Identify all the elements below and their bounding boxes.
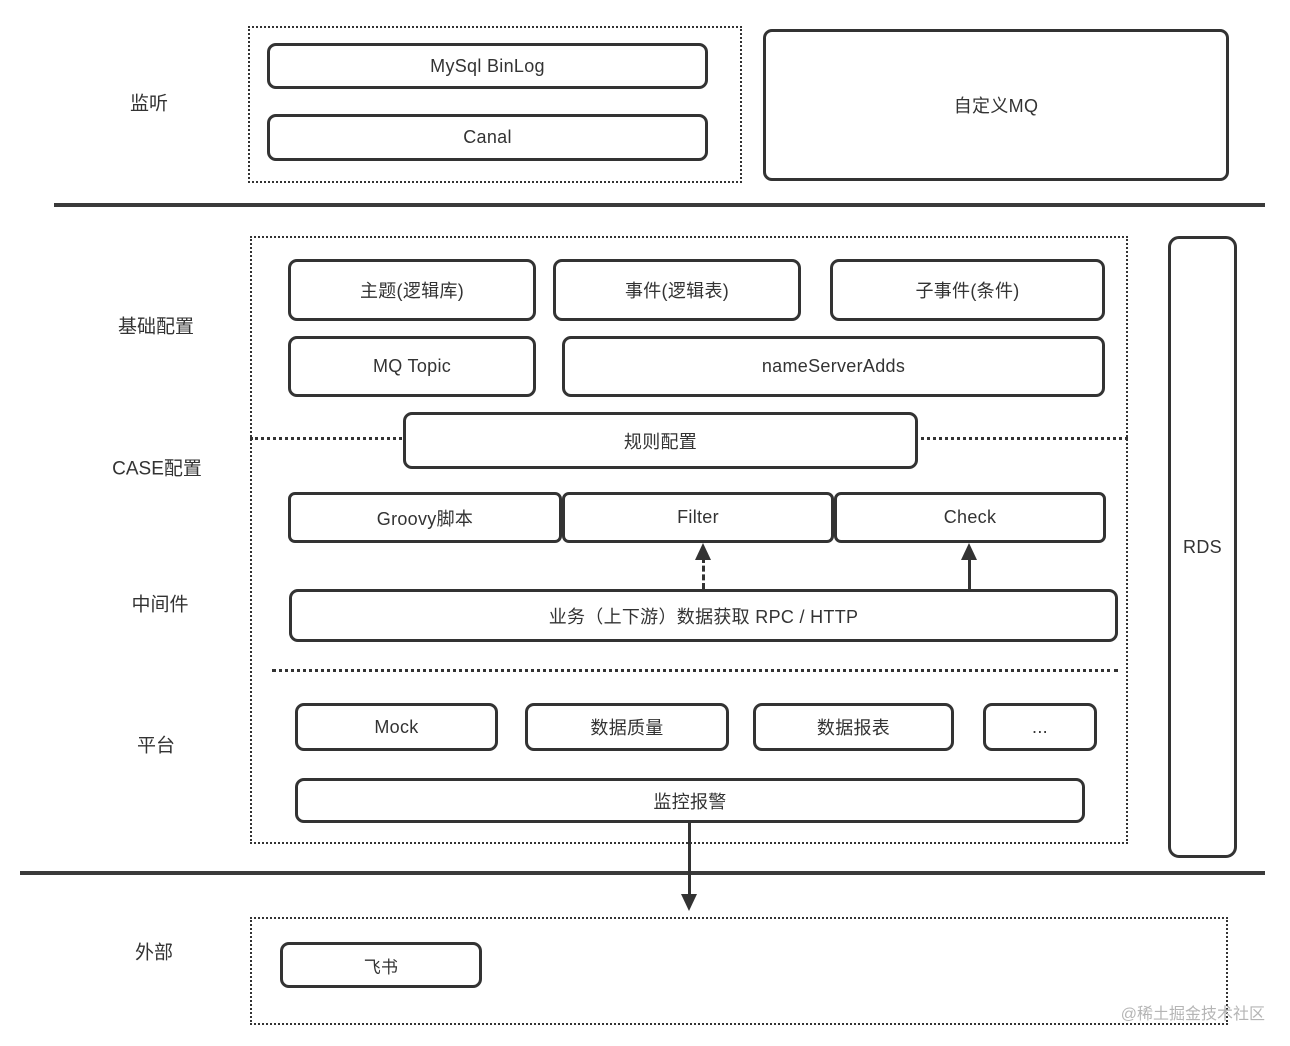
arrow-filter-shaft [702,557,705,589]
node-data-report: 数据报表 [753,703,954,751]
arrow-external-head-icon [681,894,697,911]
arrow-check-shaft [968,557,971,589]
section-label-listen: 监听 [129,93,169,115]
node-monitor-alert: 监控报警 [295,778,1085,823]
node-check: Check [834,492,1106,543]
node-event: 事件(逻辑表) [553,259,801,321]
separator-top [54,203,1265,207]
node-data-quality: 数据质量 [525,703,729,751]
node-filter: Filter [562,492,834,543]
arrow-external-shaft [688,823,691,898]
node-canal: Canal [267,114,708,161]
separator-bottom [20,871,1265,875]
section-label-external: 外部 [134,942,174,964]
node-business-data: 业务（上下游）数据获取 RPC / HTTP [289,589,1118,642]
node-mysql-binlog: MySql BinLog [267,43,708,89]
external-group-box [250,917,1228,1025]
arrow-filter-head-icon [695,543,711,560]
node-sub-event: 子事件(条件) [830,259,1105,321]
node-rule-config: 规则配置 [403,412,918,469]
node-more: ... [983,703,1097,751]
section-label-middleware: 中间件 [131,594,189,616]
arrow-check-head-icon [961,543,977,560]
node-custom-mq: 自定义MQ [763,29,1229,181]
section-label-platform: 平台 [136,735,176,757]
node-topic: 主题(逻辑库) [288,259,536,321]
node-rds: RDS [1168,236,1237,858]
watermark: @稀土掘金技术社区 [1120,1006,1265,1023]
node-groovy-script: Groovy脚本 [288,492,562,543]
node-mq-topic: MQ Topic [288,336,536,397]
node-name-server-adds: nameServerAdds [562,336,1105,397]
node-feishu: 飞书 [280,942,482,988]
node-mock: Mock [295,703,498,751]
divider-platform [272,669,1118,672]
section-label-case-config: CASE配置 [112,458,202,480]
listen-group-box [248,26,742,183]
section-label-base-config: 基础配置 [117,316,195,338]
